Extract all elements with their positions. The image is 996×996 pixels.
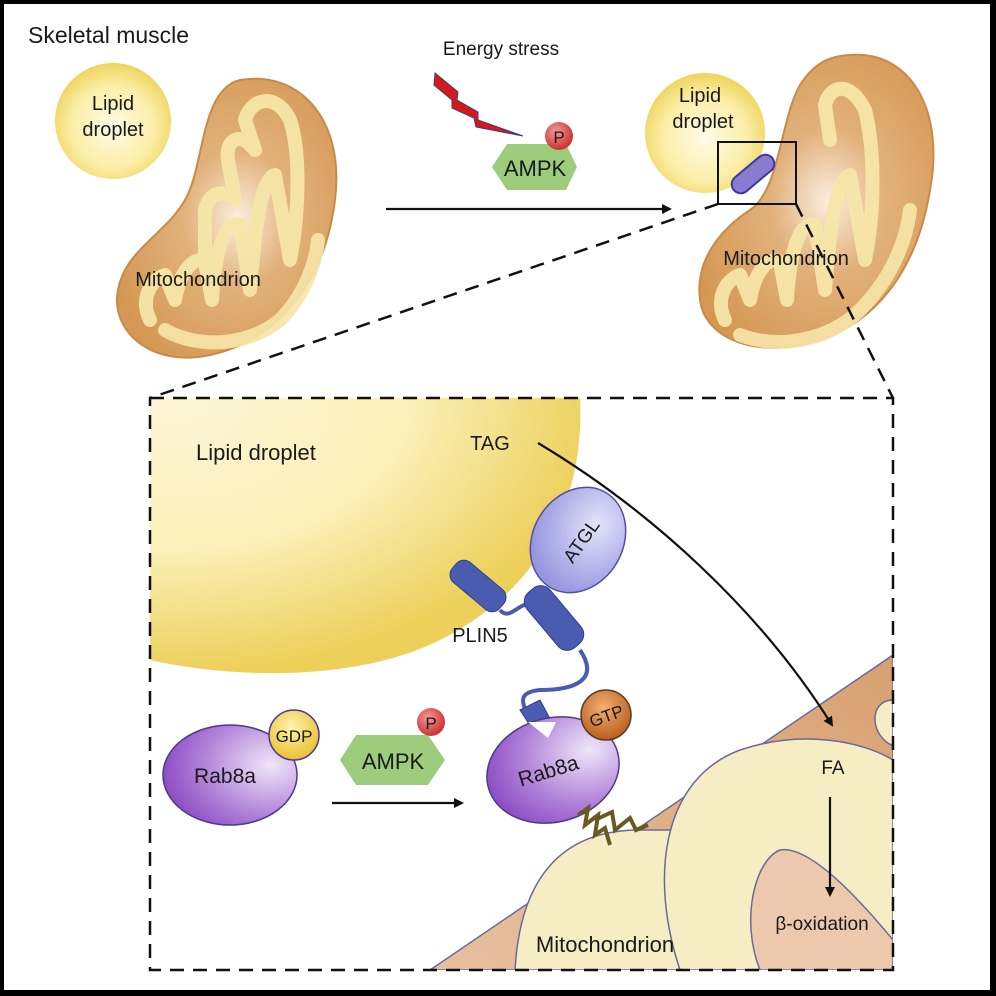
left-mitochondrion-label: Mitochondrion [135, 269, 261, 291]
zoom-line-right [794, 203, 895, 399]
phospho-icon [545, 122, 573, 150]
inset-ampk-label: AMPK [362, 749, 425, 774]
inset-ampk: AMPK P [340, 708, 445, 785]
zoom-box [717, 141, 797, 205]
gdp-label: GDP [276, 727, 313, 746]
rab8a-active: Rab8a GTP [486, 689, 632, 824]
rab8a-inactive: Rab8a GDP [162, 709, 320, 826]
tag-to-fa-arrow [537, 442, 834, 727]
right-mitochondrion-label: Mitochondrion [723, 248, 849, 270]
lipid-anchor [576, 803, 612, 846]
zoom-line-left [149, 202, 719, 400]
right-lipid-droplet-label-1: Lipid [679, 85, 721, 107]
gdp-icon [268, 709, 320, 761]
lipid-anchor [594, 809, 649, 834]
crista [749, 849, 893, 970]
title: Skeletal muscle [28, 22, 189, 48]
phospho-icon [417, 708, 445, 736]
top-ampk-label: AMPK [504, 156, 567, 181]
right-lipid-droplet-label-2: droplet [672, 111, 734, 133]
plin5-label: PLIN5 [452, 625, 508, 647]
crista [874, 699, 893, 746]
inset-phospho-label: P [425, 714, 436, 733]
top-phospho-label: P [553, 128, 564, 147]
left-mitochondrion: Mitochondrion [115, 77, 338, 359]
diagram-canvas: Skeletal muscle Lipid droplet Mitochondr… [28, 22, 935, 972]
inset-lipid-droplet-label: Lipid droplet [196, 440, 316, 465]
ampk-hexagon [492, 144, 577, 190]
lightning-bolt-icon [433, 72, 524, 137]
tag-label: TAG [470, 433, 510, 455]
inset-lipid-droplet [150, 398, 581, 674]
right-mitochondrion: Mitochondrion [698, 53, 935, 349]
beta-oxidation-label: β-oxidation [775, 914, 868, 935]
fa-label: FA [821, 758, 845, 779]
top-ampk: AMPK P [492, 122, 577, 190]
gtp-icon [580, 689, 632, 741]
left-lipid-droplet-label-1: Lipid [92, 93, 134, 115]
contact-protein [730, 153, 776, 195]
left-lipid-droplet: Lipid droplet [55, 63, 171, 179]
left-lipid-droplet-label-2: droplet [82, 119, 144, 141]
energy-stress-label: Energy stress [443, 39, 559, 60]
ampk-hexagon [340, 735, 445, 785]
diagram-frame: Skeletal muscle Lipid droplet Mitochondr… [4, 4, 990, 990]
inset-border [148, 396, 895, 972]
inset-panel [150, 398, 893, 970]
inset-mitochondrion-label: Mitochondrion [536, 932, 674, 957]
rab8a-inactive-label: Rab8a [194, 765, 256, 788]
atgl: ATGL [529, 486, 627, 594]
right-lipid-droplet: Lipid droplet [645, 73, 765, 193]
